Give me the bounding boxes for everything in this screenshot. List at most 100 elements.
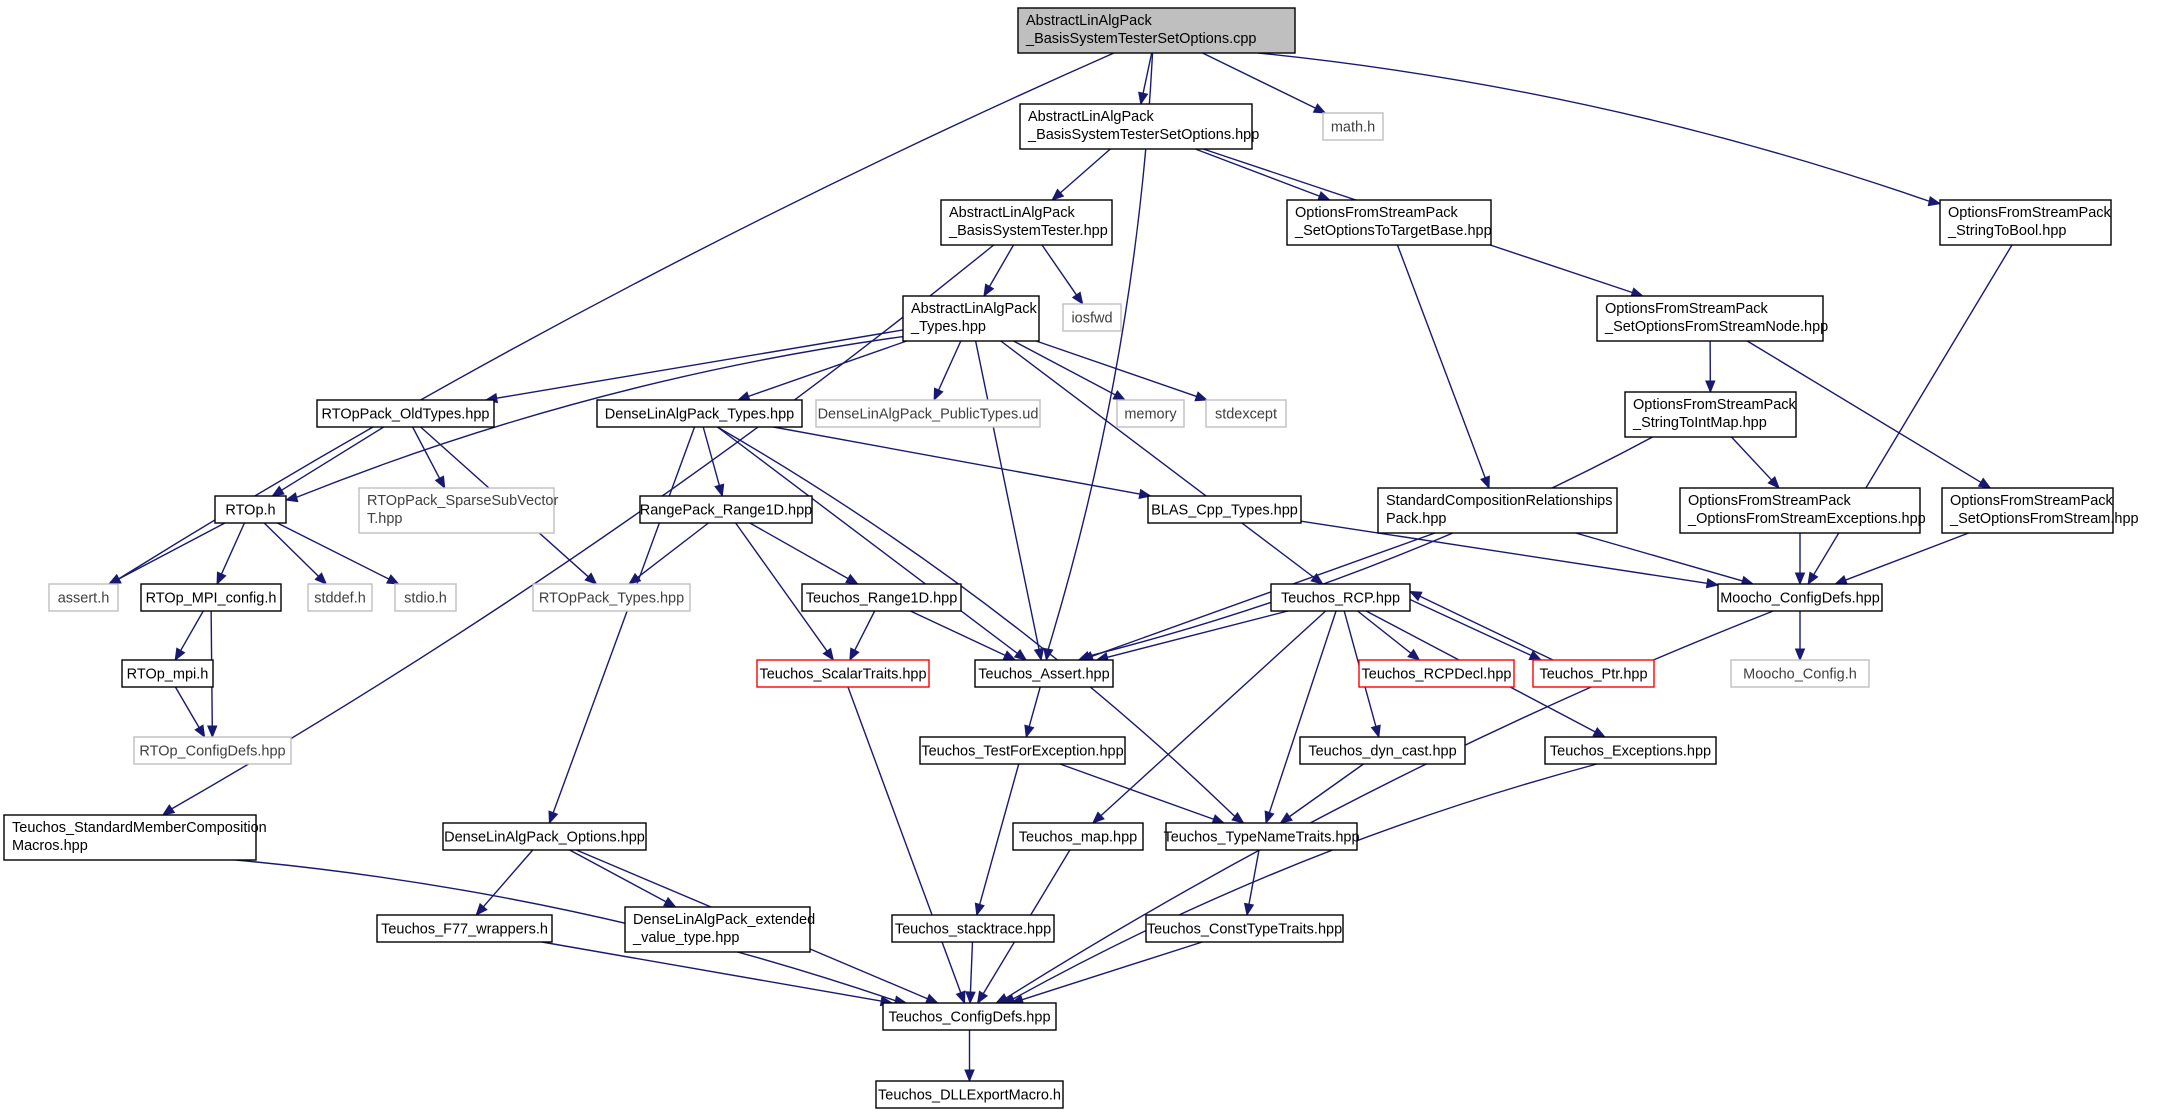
- node-rtop-old[interactable]: RTOpPack_OldTypes.hpp: [316, 399, 495, 428]
- node-label: Teuchos_DLLExportMacro.h: [878, 1088, 1061, 1104]
- edge-dla_types-to-blas_types: [773, 426, 1152, 500]
- node-label: Pack.hpp: [1386, 511, 1446, 527]
- arrowhead-icon: [1091, 811, 1105, 824]
- arrowhead-icon: [284, 492, 299, 503]
- arrowhead-icon: [1310, 572, 1324, 585]
- node-label: RTOpPack_SparseSubVector: [367, 493, 558, 509]
- node-rtop-mpi[interactable]: RTOp_mpi.h: [121, 659, 214, 688]
- node-stb-hpp[interactable]: OptionsFromStreamPack_StringToBool.hpp: [1939, 199, 2112, 246]
- node-t-scalar[interactable]: Teuchos_ScalarTraits.hpp: [756, 659, 930, 688]
- node-box: [1730, 659, 1870, 688]
- edge-line: [716, 426, 1018, 654]
- node-t-tfe[interactable]: Teuchos_TestForException.hpp: [919, 736, 1126, 765]
- edge-rtop_mpi-to-rtop_cfgdefs: [174, 686, 206, 739]
- edge-line: [974, 340, 1040, 650]
- node-label: OptionsFromStreamPack: [1950, 493, 2114, 509]
- node-t-f77[interactable]: Teuchos_F77_wrappers.h: [376, 914, 553, 943]
- node-label: RTOp.h: [225, 503, 275, 519]
- node-iosfwd: iosfwd: [1062, 303, 1122, 332]
- node-t-dyncast[interactable]: Teuchos_dyn_cast.hpp: [1299, 736, 1466, 765]
- edge-line: [1746, 340, 1982, 483]
- arrowhead-icon: [1112, 389, 1127, 401]
- arrowhead-icon: [1002, 650, 1017, 661]
- edge-line: [277, 522, 390, 580]
- node-root[interactable]: AbstractLinAlgPack_BasisSystemTesterSetO…: [1017, 7, 1296, 54]
- node-label: DenseLinAlgPack_PublicTypes.ud: [818, 407, 1039, 423]
- node-t-cfg[interactable]: Teuchos_ConfigDefs.hpp: [882, 1002, 1057, 1031]
- arrowhead-icon: [107, 573, 122, 585]
- node-dla-types[interactable]: DenseLinAlgPack_Types.hpp: [596, 399, 803, 428]
- node-box: [756, 659, 930, 688]
- node-sotb-hpp[interactable]: OptionsFromStreamPack_SetOptionsToTarget…: [1286, 199, 1492, 246]
- arrowhead-icon: [1243, 902, 1255, 917]
- edge-line: [1289, 763, 1364, 818]
- node-t-map[interactable]: Teuchos_map.hpp: [1012, 822, 1144, 851]
- node-t-assert[interactable]: Teuchos_Assert.hpp: [974, 659, 1114, 688]
- edge-line: [235, 859, 896, 1002]
- edge-ala_types-to-dla_types: [736, 340, 907, 402]
- node-ofse-hpp[interactable]: OptionsFromStreamPack_OptionsFromStreamE…: [1679, 487, 1926, 534]
- node-t-tnt[interactable]: Teuchos_TypeNameTraits.hpp: [1163, 822, 1360, 851]
- node-rtop-h[interactable]: RTOp.h: [214, 495, 287, 524]
- node-stim-hpp[interactable]: OptionsFromStreamPack_StringToIntMap.hpp: [1624, 391, 1797, 438]
- node-t-range[interactable]: Teuchos_Range1D.hpp: [801, 583, 962, 612]
- node-t-smcm[interactable]: Teuchos_StandardMemberCompositionMacros.…: [3, 814, 267, 861]
- node-label: OptionsFromStreamPack: [1948, 205, 2112, 221]
- node-t-stack[interactable]: Teuchos_stacktrace.hpp: [891, 914, 1055, 943]
- edge-t_rcp-to-t_ptr: [1409, 598, 1543, 661]
- node-dla-ext[interactable]: DenseLinAlgPack_extended_value_type.hpp: [624, 906, 815, 953]
- arrowhead-icon: [1194, 391, 1209, 402]
- edge-line: [171, 244, 995, 810]
- edge-stim_hpp-to-ofse_hpp: [1730, 436, 1780, 489]
- arrowhead-icon: [976, 990, 989, 1005]
- edge-line: [1005, 610, 1774, 999]
- node-t-rcpdecl[interactable]: Teuchos_RCPDecl.hpp: [1358, 659, 1515, 688]
- node-label: RTOpPack_OldTypes.hpp: [322, 407, 490, 423]
- arrowhead-icon: [1024, 724, 1035, 739]
- node-box: [358, 487, 555, 534]
- node-t-ptr[interactable]: Teuchos_Ptr.hpp: [1532, 659, 1655, 688]
- edge-t_rcp-to-t_assert: [1095, 610, 1289, 663]
- node-bst-hpp[interactable]: AbstractLinAlgPack_BasisSystemTester.hpp: [940, 199, 1113, 246]
- edge-line: [569, 849, 667, 903]
- arrowhead-icon: [475, 902, 488, 916]
- node-dla-opts[interactable]: DenseLinAlgPack_Options.hpp: [442, 822, 647, 851]
- node-rp-range[interactable]: RangePack_Range1D.hpp: [639, 495, 813, 524]
- node-bsto-hpp[interactable]: AbstractLinAlgPack_BasisSystemTesterSetO…: [1019, 103, 1259, 150]
- edge-ala_types-to-rtop_h: [284, 335, 904, 503]
- edge-line: [1021, 941, 1203, 1001]
- node-t-dll[interactable]: Teuchos_DLLExportMacro.h: [875, 1080, 1064, 1109]
- edge-t_tfe-to-t_stack: [974, 763, 1020, 917]
- node-ala-types[interactable]: AbstractLinAlgPack_Types.hpp: [902, 295, 1040, 342]
- node-blas-types[interactable]: BLAS_Cpp_Types.hpp: [1147, 495, 1302, 524]
- edge-line: [296, 335, 904, 498]
- node-box: [815, 399, 1041, 428]
- node-sofsn-hpp[interactable]: OptionsFromStreamPack_SetOptionsFromStre…: [1596, 295, 1828, 342]
- node-label: DenseLinAlgPack_Types.hpp: [605, 407, 794, 423]
- node-stdexcept: stdexcept: [1205, 399, 1287, 428]
- edge-rtop_old-to-rtop_h: [271, 426, 385, 497]
- node-memory: memory: [1116, 399, 1185, 428]
- node-math-h: math.h: [1322, 112, 1384, 141]
- node-box: [624, 906, 811, 953]
- node-sofs-hpp[interactable]: OptionsFromStreamPack _SetOptionsFromStre…: [1941, 487, 2139, 534]
- node-t-exc[interactable]: Teuchos_Exceptions.hpp: [1544, 736, 1717, 765]
- node-label: _SetOptionsFromStream.hpp: [1949, 511, 2139, 527]
- node-label: Macros.hpp: [12, 838, 88, 854]
- node-rtop-mpi-cfg[interactable]: RTOp_MPI_config.h: [140, 583, 282, 612]
- node-label: math.h: [1331, 120, 1375, 136]
- node-box: [1532, 659, 1655, 688]
- edge-ala_types-to-rtop_old: [484, 329, 904, 404]
- edge-line: [1013, 340, 1116, 396]
- edge-line: [1300, 520, 1708, 584]
- node-t-rcp[interactable]: Teuchos_RCP.hpp: [1270, 583, 1411, 612]
- node-box: [1116, 399, 1185, 428]
- node-label: Teuchos_stacktrace.hpp: [895, 922, 1051, 938]
- node-moocho-cfg[interactable]: Moocho_ConfigDefs.hpp: [1717, 583, 1883, 612]
- edge-sofs_hpp-to-moocho_cfg: [1834, 532, 1969, 585]
- arrowhead-icon: [1231, 811, 1245, 824]
- edge-t_tnt-to-t_ctt: [1243, 849, 1260, 917]
- edge-line: [702, 426, 721, 486]
- node-t-ctt[interactable]: Teuchos_ConstTypeTraits.hpp: [1145, 914, 1344, 943]
